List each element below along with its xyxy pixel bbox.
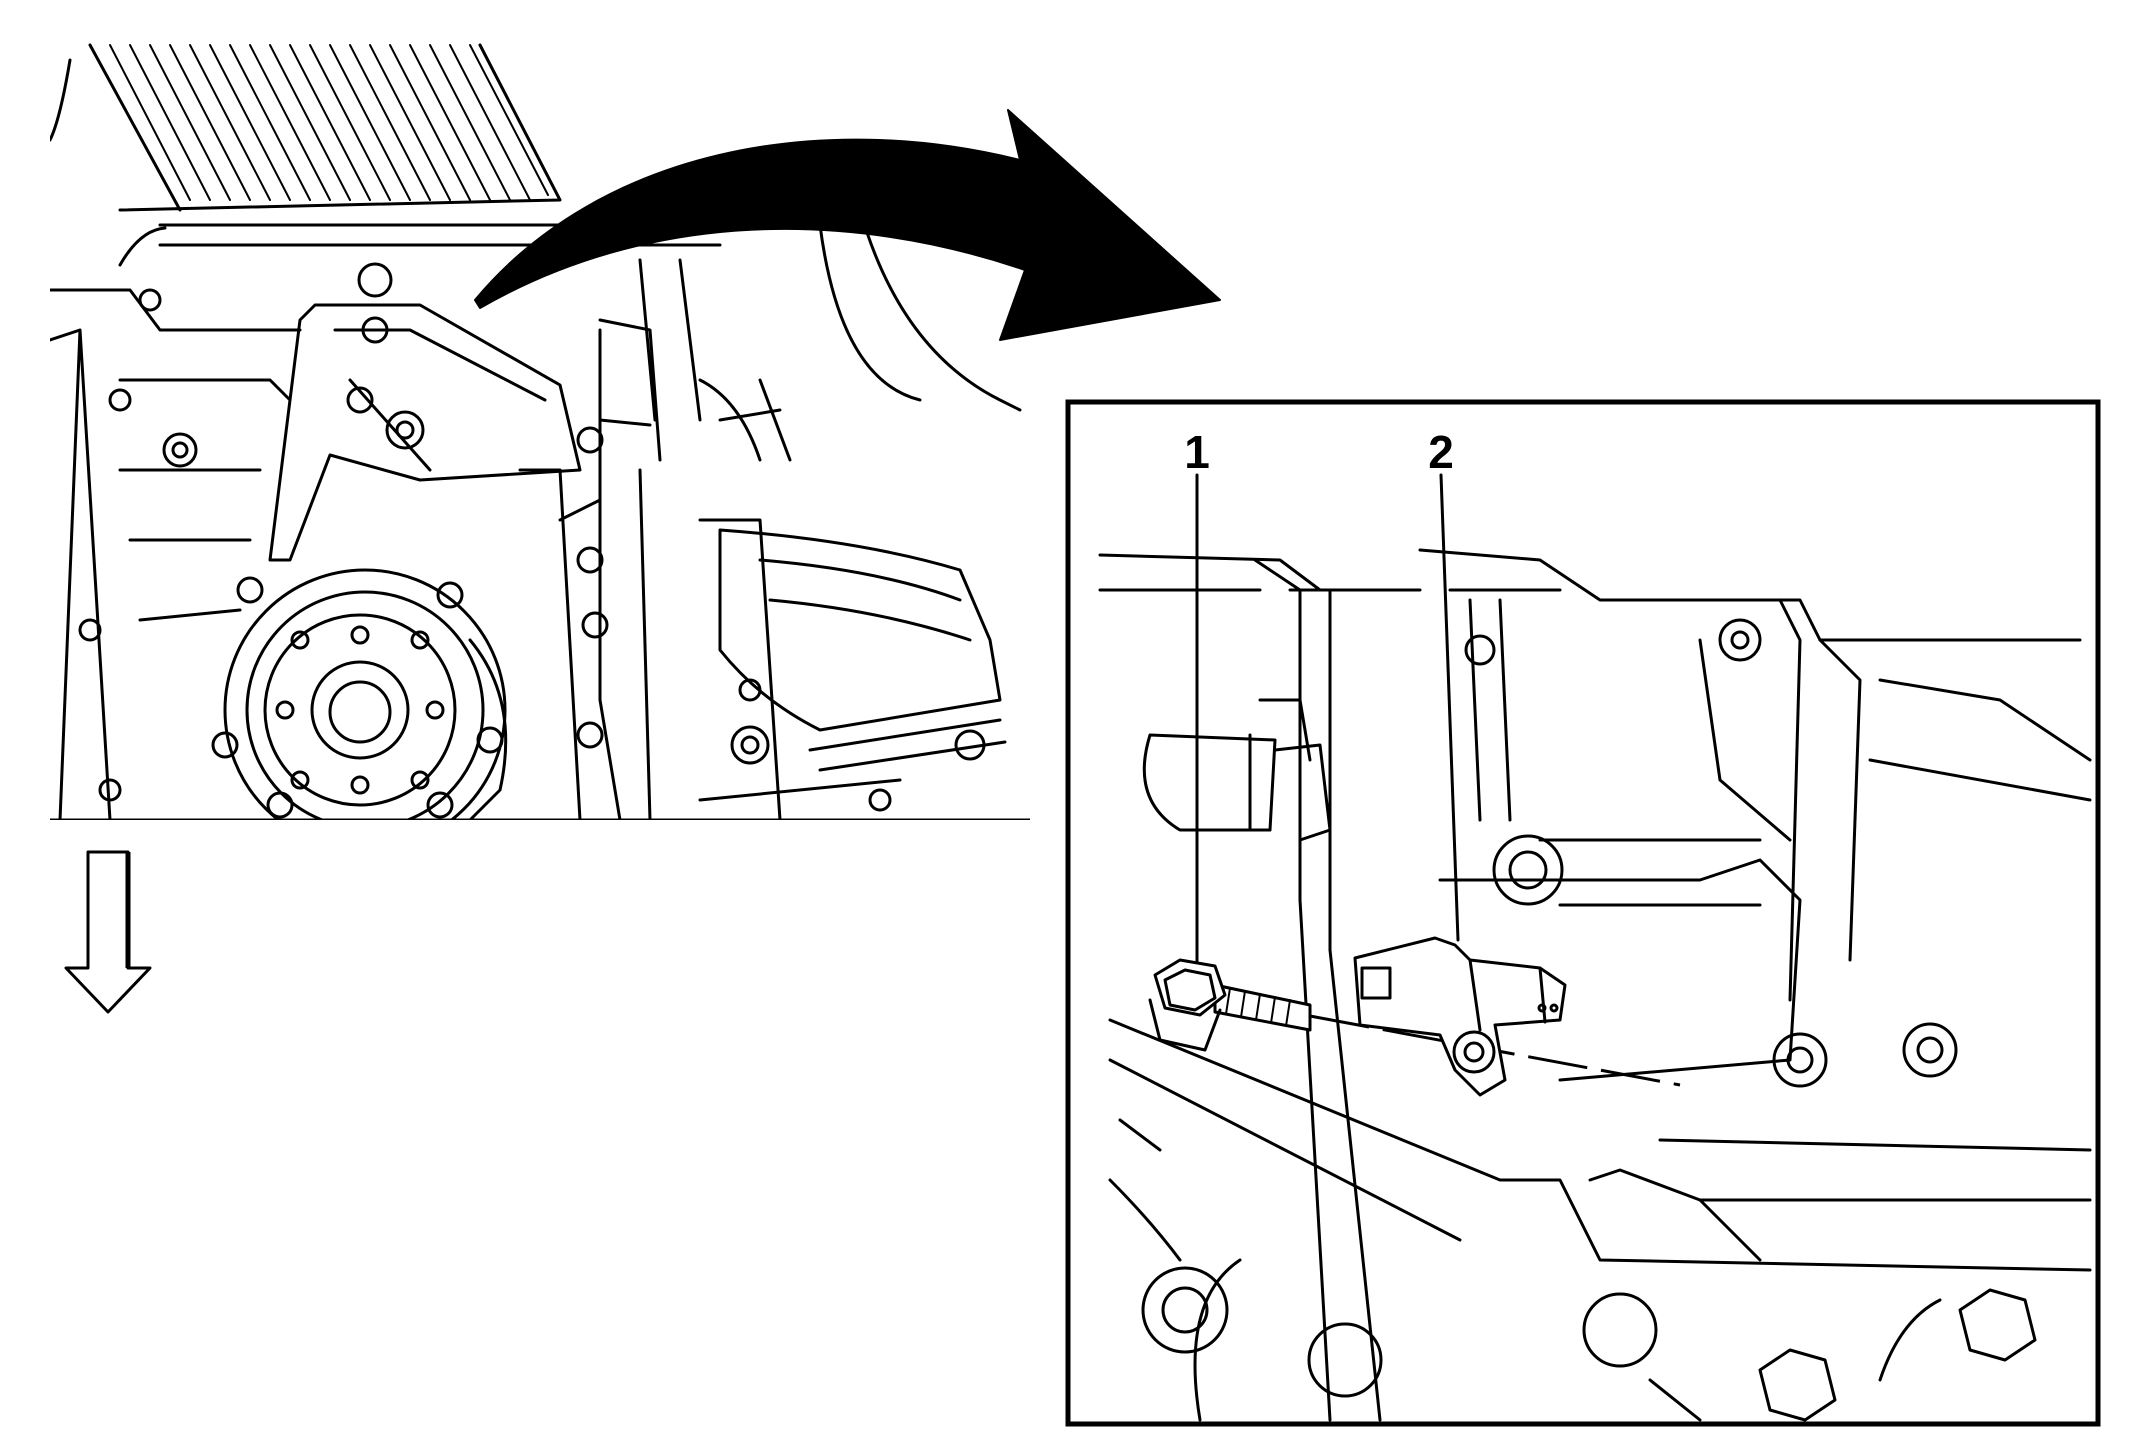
callout-2-label: 2: [1428, 426, 1454, 478]
oil-pan-fins: [50, 43, 562, 212]
mounting-bolt: [1148, 958, 1312, 1052]
curved-arrow-icon: [474, 109, 1221, 341]
transmission-overview: [50, 43, 1030, 820]
down-arrow-icon: [64, 850, 152, 1014]
mount-bracket: [268, 262, 582, 562]
callout-1-label: 1: [1184, 426, 1210, 478]
position-sensor: [1353, 936, 1567, 1097]
leader-line-2: [1439, 473, 1460, 942]
detail-inset: 1 2: [1065, 399, 2101, 1427]
output-flange: [211, 568, 508, 820]
